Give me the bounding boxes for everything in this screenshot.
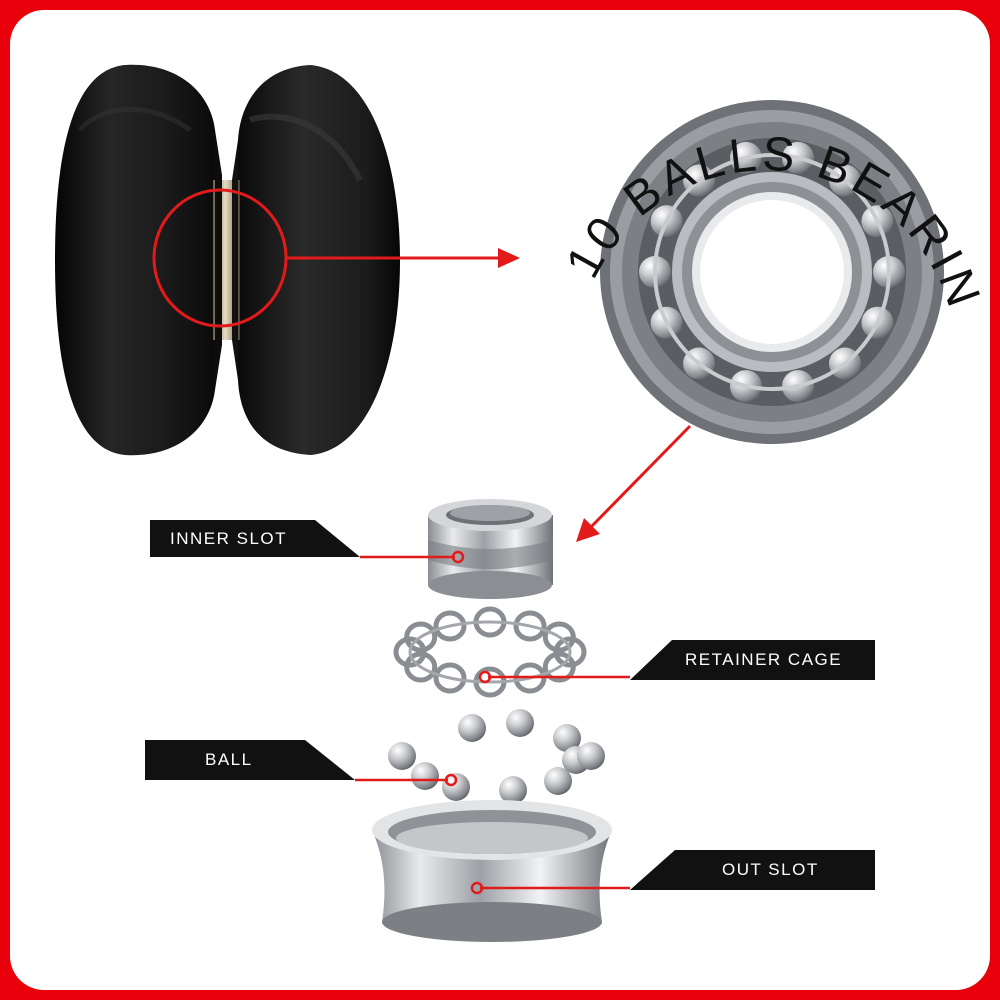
label-out-slot: OUT SLOT — [722, 853, 819, 887]
product-panel: 10 BALLS BEARING — [10, 10, 990, 990]
yoyo-image — [55, 64, 400, 456]
ball — [411, 762, 439, 790]
bearing-image — [600, 100, 944, 444]
callout-line — [588, 424, 692, 530]
arrow-down-icon — [576, 518, 600, 542]
label-inner-slot-text: INNER SLOT — [170, 529, 288, 548]
cage-ring — [433, 662, 467, 694]
label-bg-retainer-cage — [630, 640, 875, 680]
label-ball: BALL — [205, 743, 253, 777]
cage-ring — [513, 610, 547, 642]
label-retainer-cage-text: RETAINER CAGE — [685, 650, 843, 669]
ball — [442, 773, 470, 801]
ball — [458, 714, 486, 742]
ball — [388, 742, 416, 770]
cage-ring — [433, 610, 467, 642]
diagram-canvas: 10 BALLS BEARING — [10, 10, 987, 942]
cage-ring — [542, 651, 576, 683]
ball — [499, 776, 527, 804]
arrow-right-icon — [498, 248, 520, 268]
retainer-cage-image — [393, 606, 587, 698]
label-connectors — [355, 550, 630, 895]
label-bg-inner-slot — [150, 520, 360, 557]
label-ball-text: BALL — [205, 750, 253, 769]
ball — [553, 724, 581, 752]
ball — [506, 709, 534, 737]
cage-ring — [542, 621, 576, 653]
ball — [544, 767, 572, 795]
out-slot-image — [372, 800, 612, 942]
ball — [577, 742, 605, 770]
balls-image — [388, 709, 605, 804]
label-bg-out-slot — [630, 850, 875, 890]
label-retainer-cage: RETAINER CAGE — [685, 643, 842, 677]
inner-slot-image — [428, 499, 553, 599]
label-bg-ball — [145, 740, 355, 780]
cage-ring — [404, 621, 438, 653]
label-out-slot-text: OUT SLOT — [722, 860, 819, 879]
label-inner-slot: INNER SLOT — [170, 522, 287, 556]
